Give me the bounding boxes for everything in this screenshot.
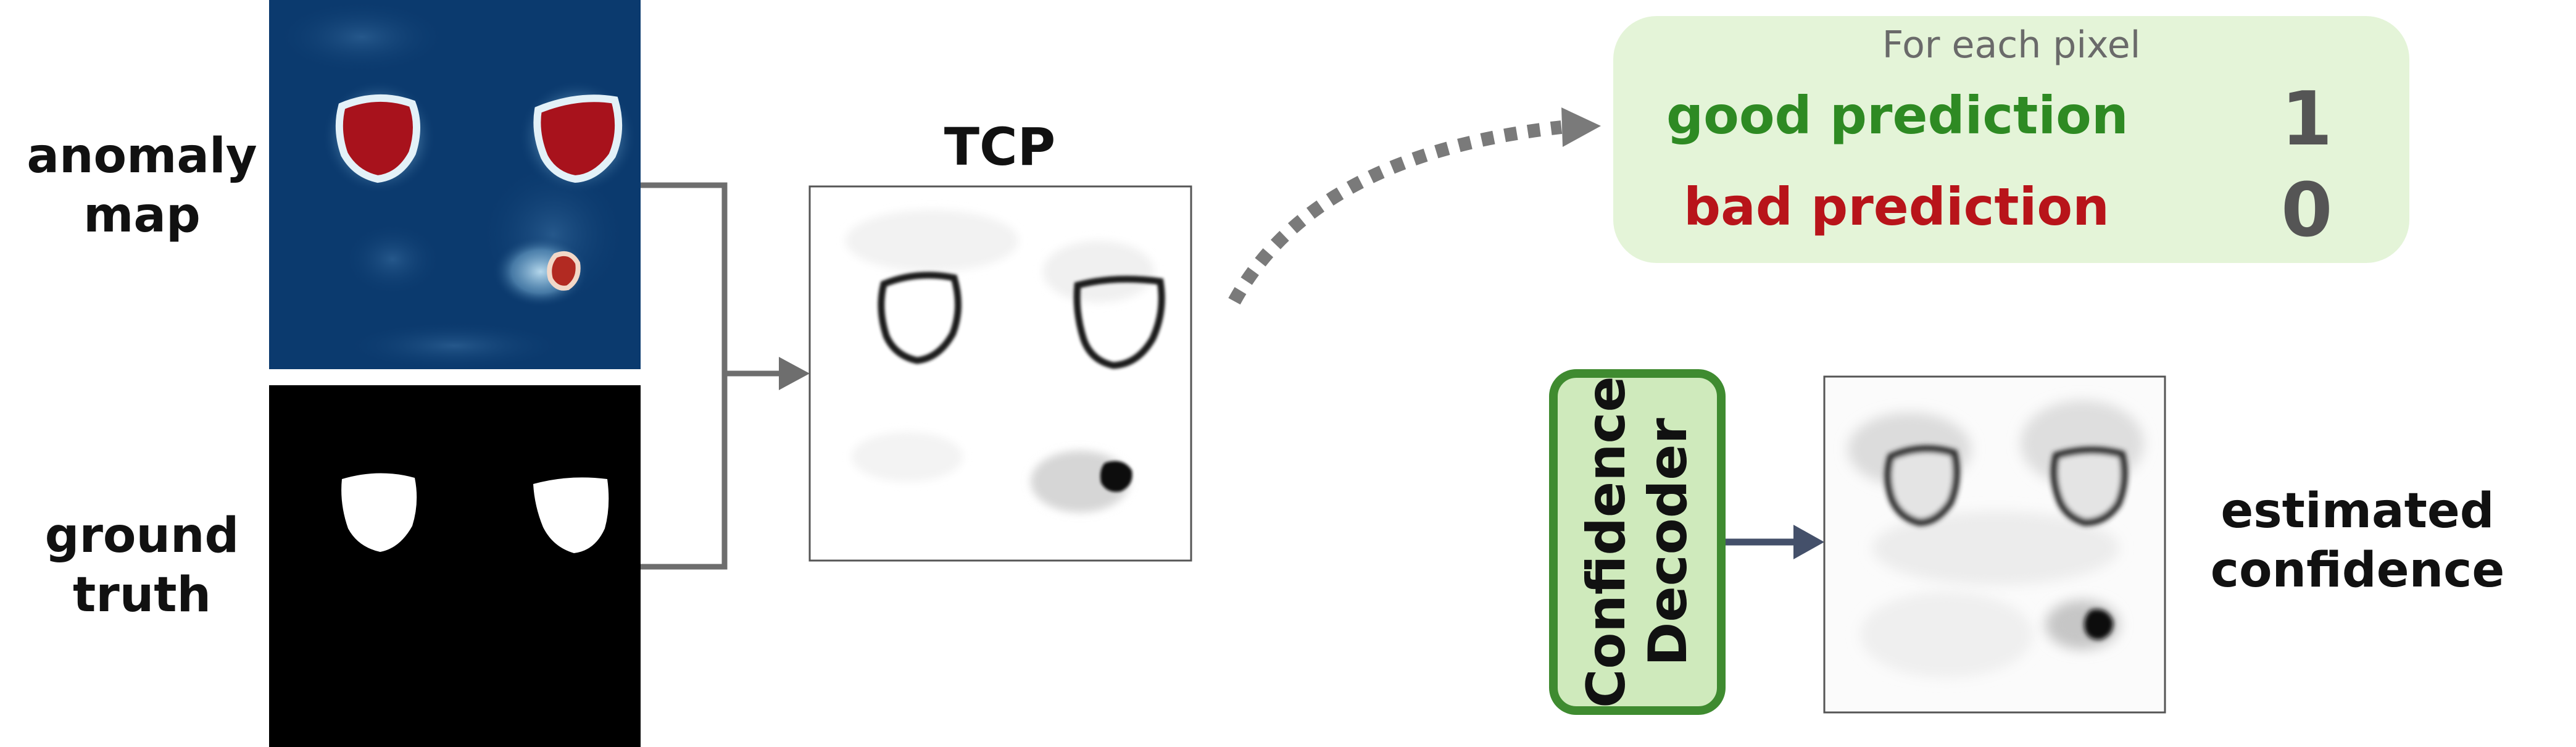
bracket-to-tcp-arrowhead <box>779 357 810 390</box>
tcp-haze <box>846 210 1018 272</box>
estimate-spot <box>2084 609 2114 640</box>
tcp-haze <box>852 432 963 482</box>
tcp-contour-left <box>878 272 962 364</box>
dotted-curve-arrow <box>1228 120 1563 305</box>
confidence-decoder-label: Confidence Decoder <box>1576 376 1699 708</box>
mask-region-right <box>533 477 609 553</box>
tcp-spot <box>1100 461 1132 492</box>
anomaly-region-right <box>533 94 623 183</box>
heatmap-haze <box>343 321 565 369</box>
dotted-curve-arrowhead <box>1561 107 1601 147</box>
estimate-haze <box>1872 511 2119 585</box>
anomaly-map-image <box>269 0 641 369</box>
tcp-image <box>808 185 1192 562</box>
estimated-confidence-line1: estimated <box>2221 483 2495 539</box>
estimate-contour-right <box>2050 446 2128 527</box>
tcp-contour-right <box>1073 275 1165 369</box>
ground-truth-label-line2: truth <box>72 567 212 623</box>
bad-prediction-label: bad prediction <box>1684 177 2109 237</box>
pixel-rule-header: For each pixel <box>1882 23 2141 67</box>
estimated-confidence-label: estimated confidence <box>2185 482 2530 600</box>
heatmap-haze <box>275 0 448 74</box>
anomaly-map-label: anomaly map <box>19 127 265 245</box>
estimated-confidence-line2: confidence <box>2210 543 2505 598</box>
anomaly-region-small <box>547 251 581 291</box>
anomaly-map-label-line2: map <box>83 188 201 243</box>
estimate-contour-left <box>1884 445 1960 527</box>
good-prediction-value: 1 <box>2281 77 2333 162</box>
tcp-title: TCP <box>944 117 1056 177</box>
estimated-confidence-image <box>1823 375 2166 714</box>
anomaly-map-label-line1: anomaly <box>27 128 257 184</box>
mask-background <box>269 385 641 747</box>
estimate-haze <box>1860 591 2033 678</box>
confidence-decoder-line1: Confidence <box>1576 376 1637 708</box>
bad-prediction-value: 0 <box>2281 168 2333 254</box>
tcp-haze <box>1043 241 1154 303</box>
bracket-connector <box>641 182 728 570</box>
confidence-decoder-line2: Decoder <box>1637 417 1699 667</box>
pixel-rule-box: For each pixel good prediction 1 bad pre… <box>1613 16 2409 263</box>
decoder-to-estimate-arrowhead <box>1793 525 1824 559</box>
heatmap-haze <box>343 222 442 296</box>
good-prediction-label: good prediction <box>1666 85 2129 146</box>
mask-region-left <box>341 473 417 552</box>
ground-truth-label: ground truth <box>19 506 265 625</box>
ground-truth-image <box>269 385 641 747</box>
ground-truth-label-line1: ground <box>44 508 239 564</box>
confidence-decoder-box <box>1549 369 1726 715</box>
anomaly-region-left <box>335 94 420 183</box>
